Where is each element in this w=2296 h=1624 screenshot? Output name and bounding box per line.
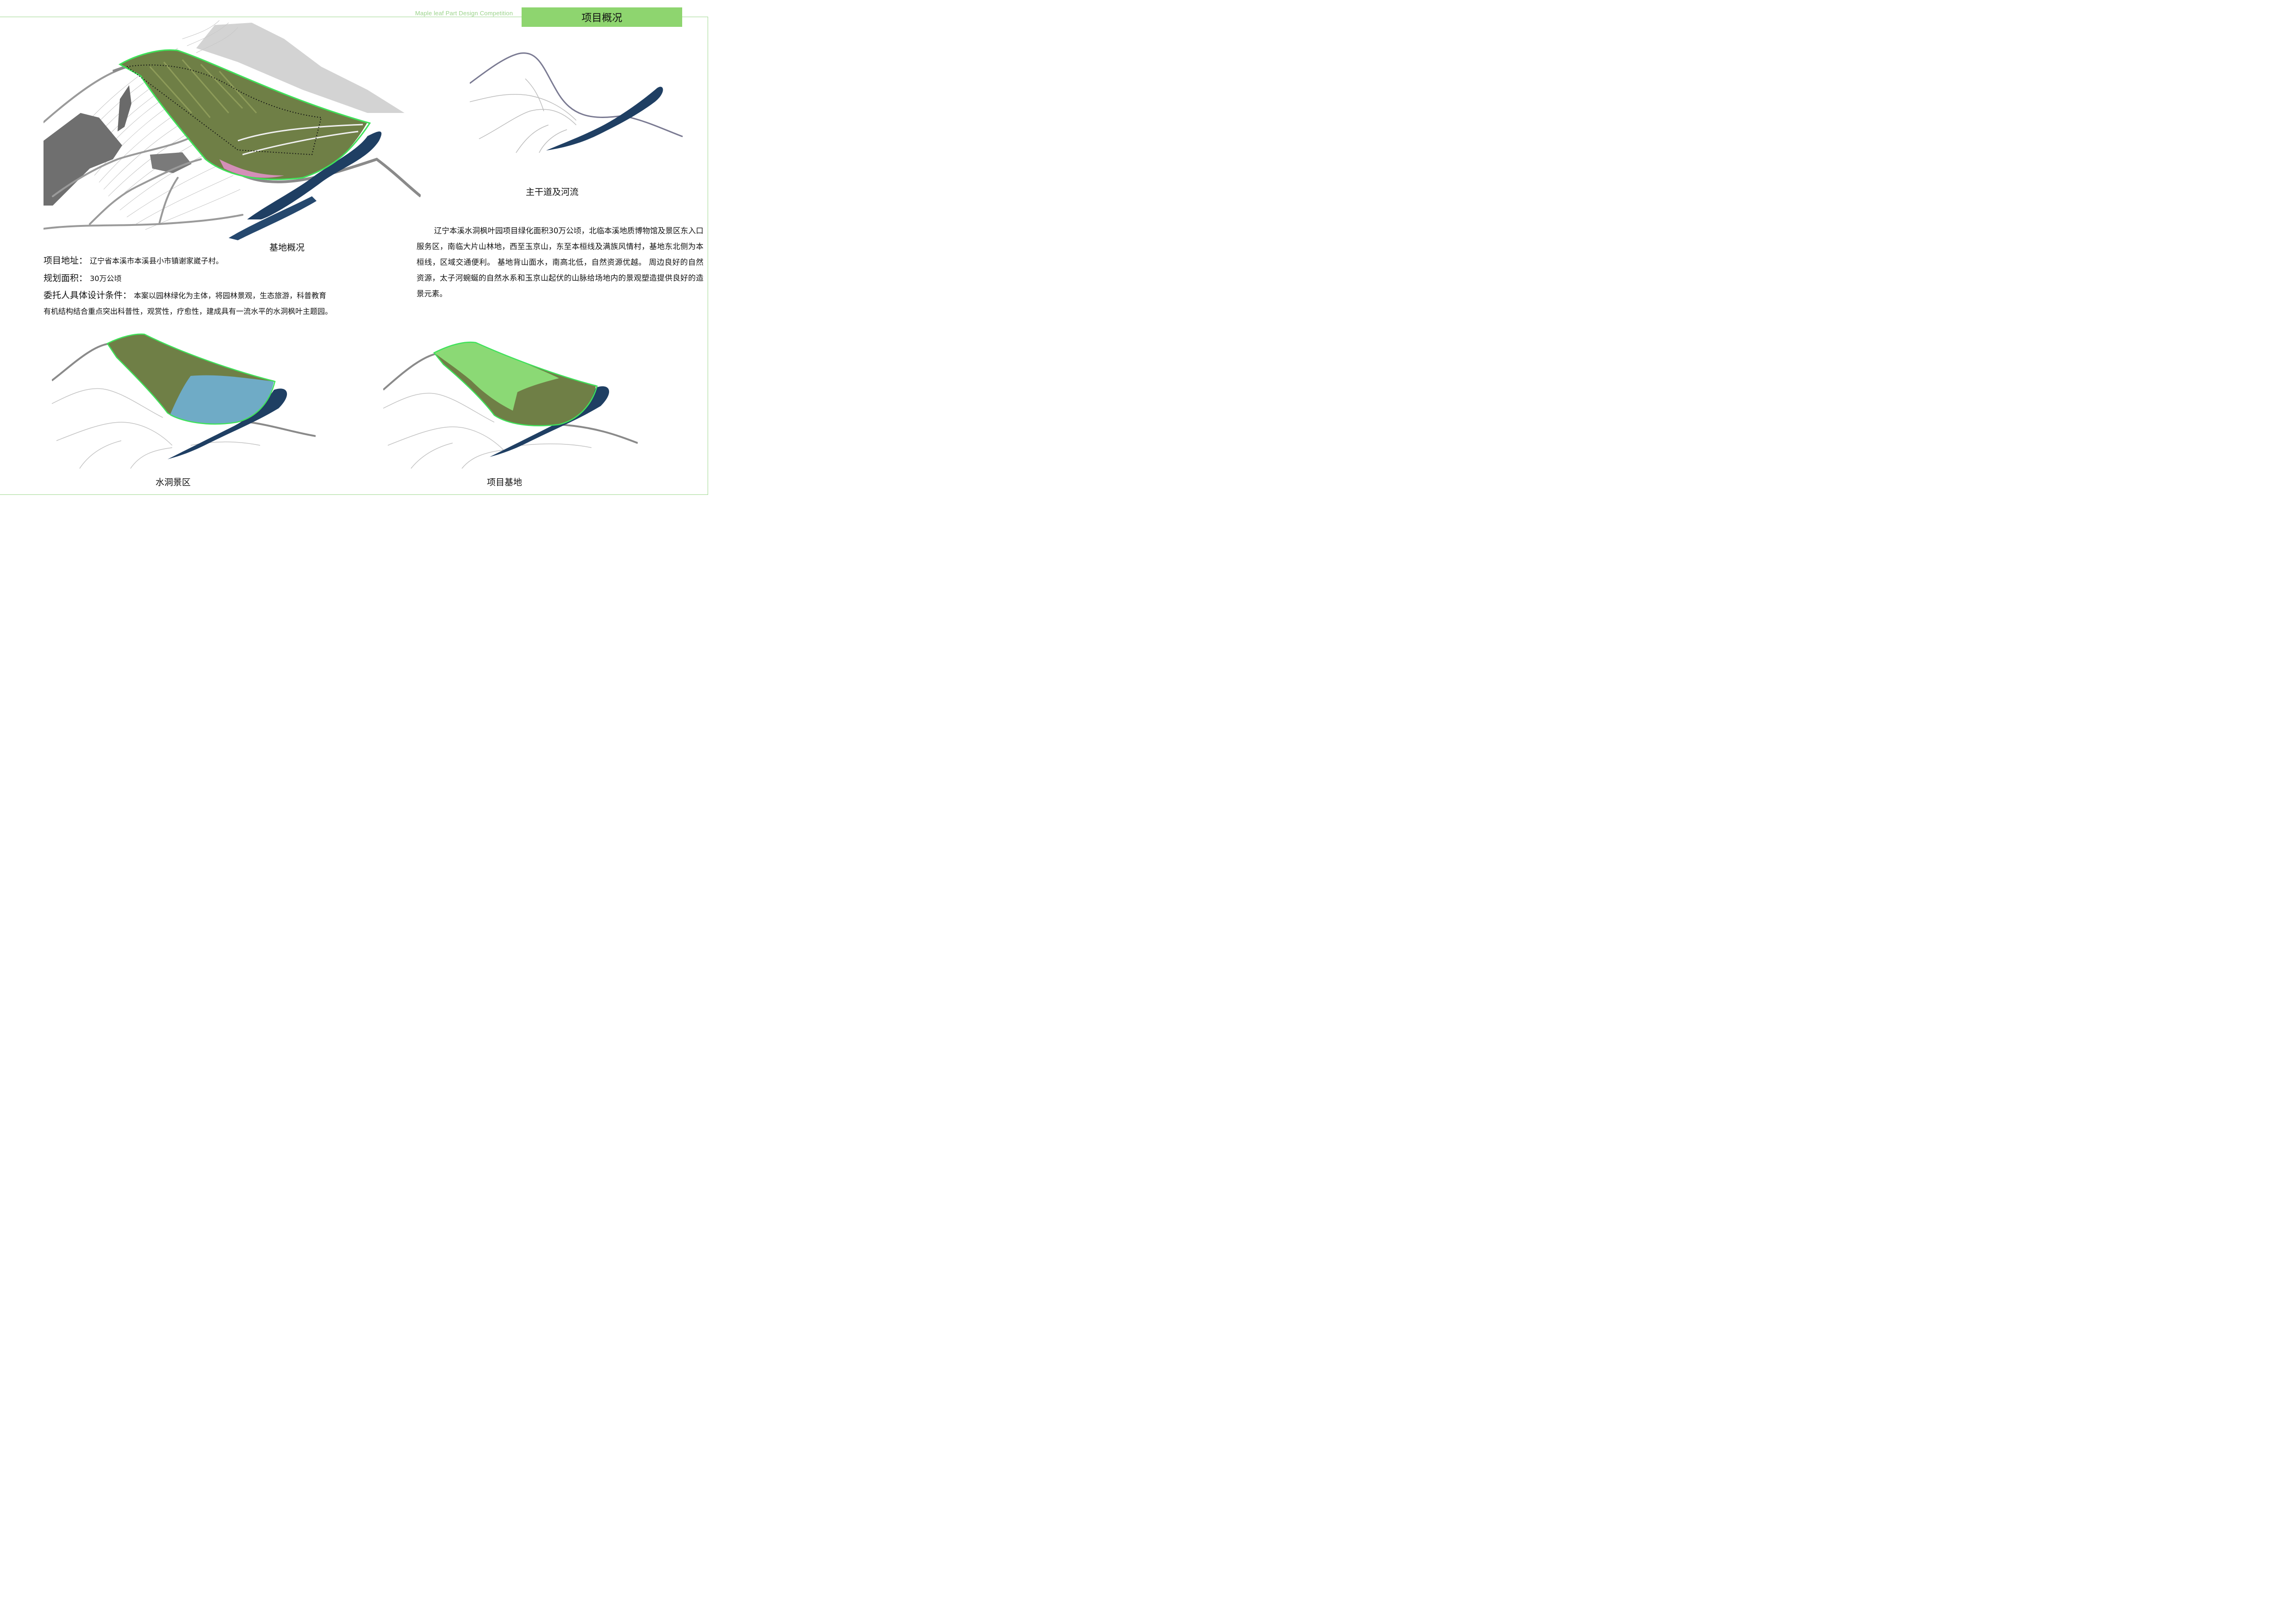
page-title: 项目概况 [581,12,622,24]
project-area-overlay [434,342,559,411]
caption-shuidong: 水洞景区 [156,477,191,487]
river [247,131,382,219]
site-boundary [106,333,276,425]
site-overview-map [44,20,421,240]
frame-bottom-line [0,494,708,495]
caption-roads-rivers: 主干道及河流 [526,187,579,197]
river-branch [229,196,317,240]
river [168,388,287,459]
site-boundary [433,341,598,426]
road-network [44,63,243,230]
site-aerial [120,50,367,180]
shuidong-map [52,333,316,469]
town-area [44,113,122,206]
pink-garden [219,159,284,178]
conditions-value-2: 有机结构结合重点突出科普性，观赏性，疗愈性，建成具有一流水平的水洞枫叶主题园。 [44,307,333,316]
scenic-area-overlay [170,375,274,425]
conditions-value-1: 本案以园林绿化为主体，将园林景观，生态旅游，科普教育 [134,291,327,300]
town-area-3 [118,85,131,131]
river [490,386,610,457]
caption-project-site: 项目基地 [487,477,523,487]
area-label: 规划面积： [44,273,88,283]
area-line: 规划面积： 30万公顷 [44,271,121,284]
caption-site-overview: 基地概况 [269,243,305,253]
address-value: 辽宁省本溪市本溪县小市镇谢家崴子村。 [90,256,224,265]
title-banner: 项目概况 [522,7,682,27]
river [546,87,663,150]
conditions-label: 委托人具体设计条件： [44,290,132,300]
area-value: 30万公顷 [90,274,122,283]
conditions-line-2: 有机结构结合重点突出科普性，观赏性，疗愈性，建成具有一流水平的水洞枫叶主题园。 [44,305,332,316]
competition-name: Maple leaf Part Design Competition [415,10,513,17]
white-paths [237,124,363,156]
project-site-map [383,341,638,469]
address-line: 项目地址： 辽宁省本溪市本溪县小市镇谢家崴子村。 [44,254,223,266]
scenic-boundary-dotted [125,64,322,156]
project-description: 辽宁本溪水洞枫叶园项目绿化面积30万公顷，北临本溪地质博物馆及景区东入口服务区，… [417,226,703,298]
site-boundary [118,49,371,181]
main-highway [470,52,683,137]
hill-area [196,23,404,113]
address-label: 项目地址： [44,256,88,266]
town-area-2 [150,152,192,173]
field-stripes [149,59,257,118]
conditions-line: 委托人具体设计条件： 本案以园林绿化为主体，将园林景观，生态旅游，科普教育 [44,288,326,301]
roads-rivers-map [470,52,683,153]
